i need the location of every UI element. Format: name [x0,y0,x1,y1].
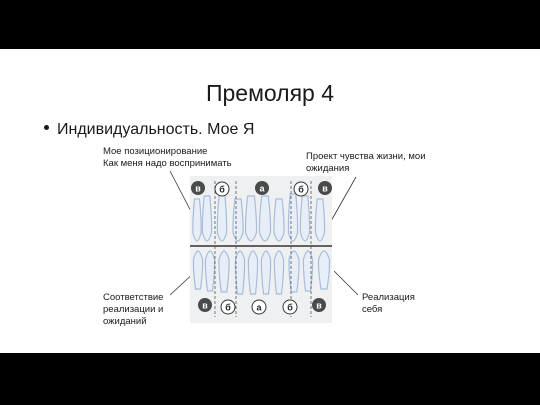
label-bottom-right: Реализация себя [362,292,415,316]
label-line: реализации и [103,304,164,315]
marker-upper-a: а [255,181,269,195]
tooth [247,250,259,295]
pointer-line [333,270,359,296]
marker-letter: б [219,185,225,195]
marker-letter: в [202,301,208,311]
label-line: себя [362,304,383,315]
label-line: ожиданий [103,316,147,327]
tooth [273,250,285,295]
tooth [192,198,202,242]
tooth [260,250,272,295]
bullet-dot-icon [44,125,49,131]
tooth [287,193,299,242]
tooth [192,250,204,290]
bullet-item: Индивидуальность. Мое Я [44,121,254,139]
marker-letter: а [256,303,262,313]
tooth [299,195,311,242]
tooth [273,198,285,242]
tooth [258,195,272,242]
label-line: Как меня надо воспринимать [103,158,232,169]
tooth [244,195,258,242]
tooth [288,250,300,293]
marker-letter: а [259,184,265,194]
label-bottom-left: Соответствие реализации и ожиданий [103,292,163,328]
marker-upper-b-left: б [214,181,230,197]
marker-letter: б [298,185,304,195]
tooth [232,198,244,242]
upper-teeth [192,193,326,242]
marker-letter: б [287,303,293,313]
tooth [204,250,216,292]
tooth [201,195,213,242]
marker-lower-a: а [251,299,267,315]
bullet-text: Индивидуальность. Мое Я [57,121,255,138]
marker-letter: в [322,184,328,194]
marker-letter: б [225,303,231,313]
slide-title: Премоляр 4 [205,80,335,106]
lower-teeth [192,250,331,295]
slide: Премоляр 4 Индивидуальность. Мое Я Мое п… [0,49,540,353]
tooth [234,250,246,295]
teeth-diagram: в б а б в в б а [169,170,359,323]
marker-lower-v-right: в [312,298,326,312]
marker-letter: в [195,184,201,194]
tooth [314,198,326,242]
marker-upper-v-left: в [191,181,205,195]
tooth [317,250,331,290]
label-top-right: Проект чувства жизни, мои ожидания [306,151,426,175]
tooth [216,193,228,242]
pointer-line [330,176,357,222]
label-line: Мое позиционирование [103,146,208,157]
marker-letter: в [316,301,322,311]
marker-lower-b-left: б [220,299,236,315]
marker-lower-b-right: б [282,299,298,315]
label-line: Проект чувства жизни, мои [306,151,426,162]
label-line: Реализация [362,292,415,303]
marker-lower-v-left: в [198,298,212,312]
marker-upper-v-right: в [318,181,332,195]
tooth [218,250,230,293]
label-top-left: Мое позиционирование Как меня надо воспр… [103,146,232,170]
label-line: Соответствие [103,292,164,303]
marker-upper-b-right: б [293,181,309,197]
tooth [302,250,314,292]
label-line: ожидания [306,163,350,174]
